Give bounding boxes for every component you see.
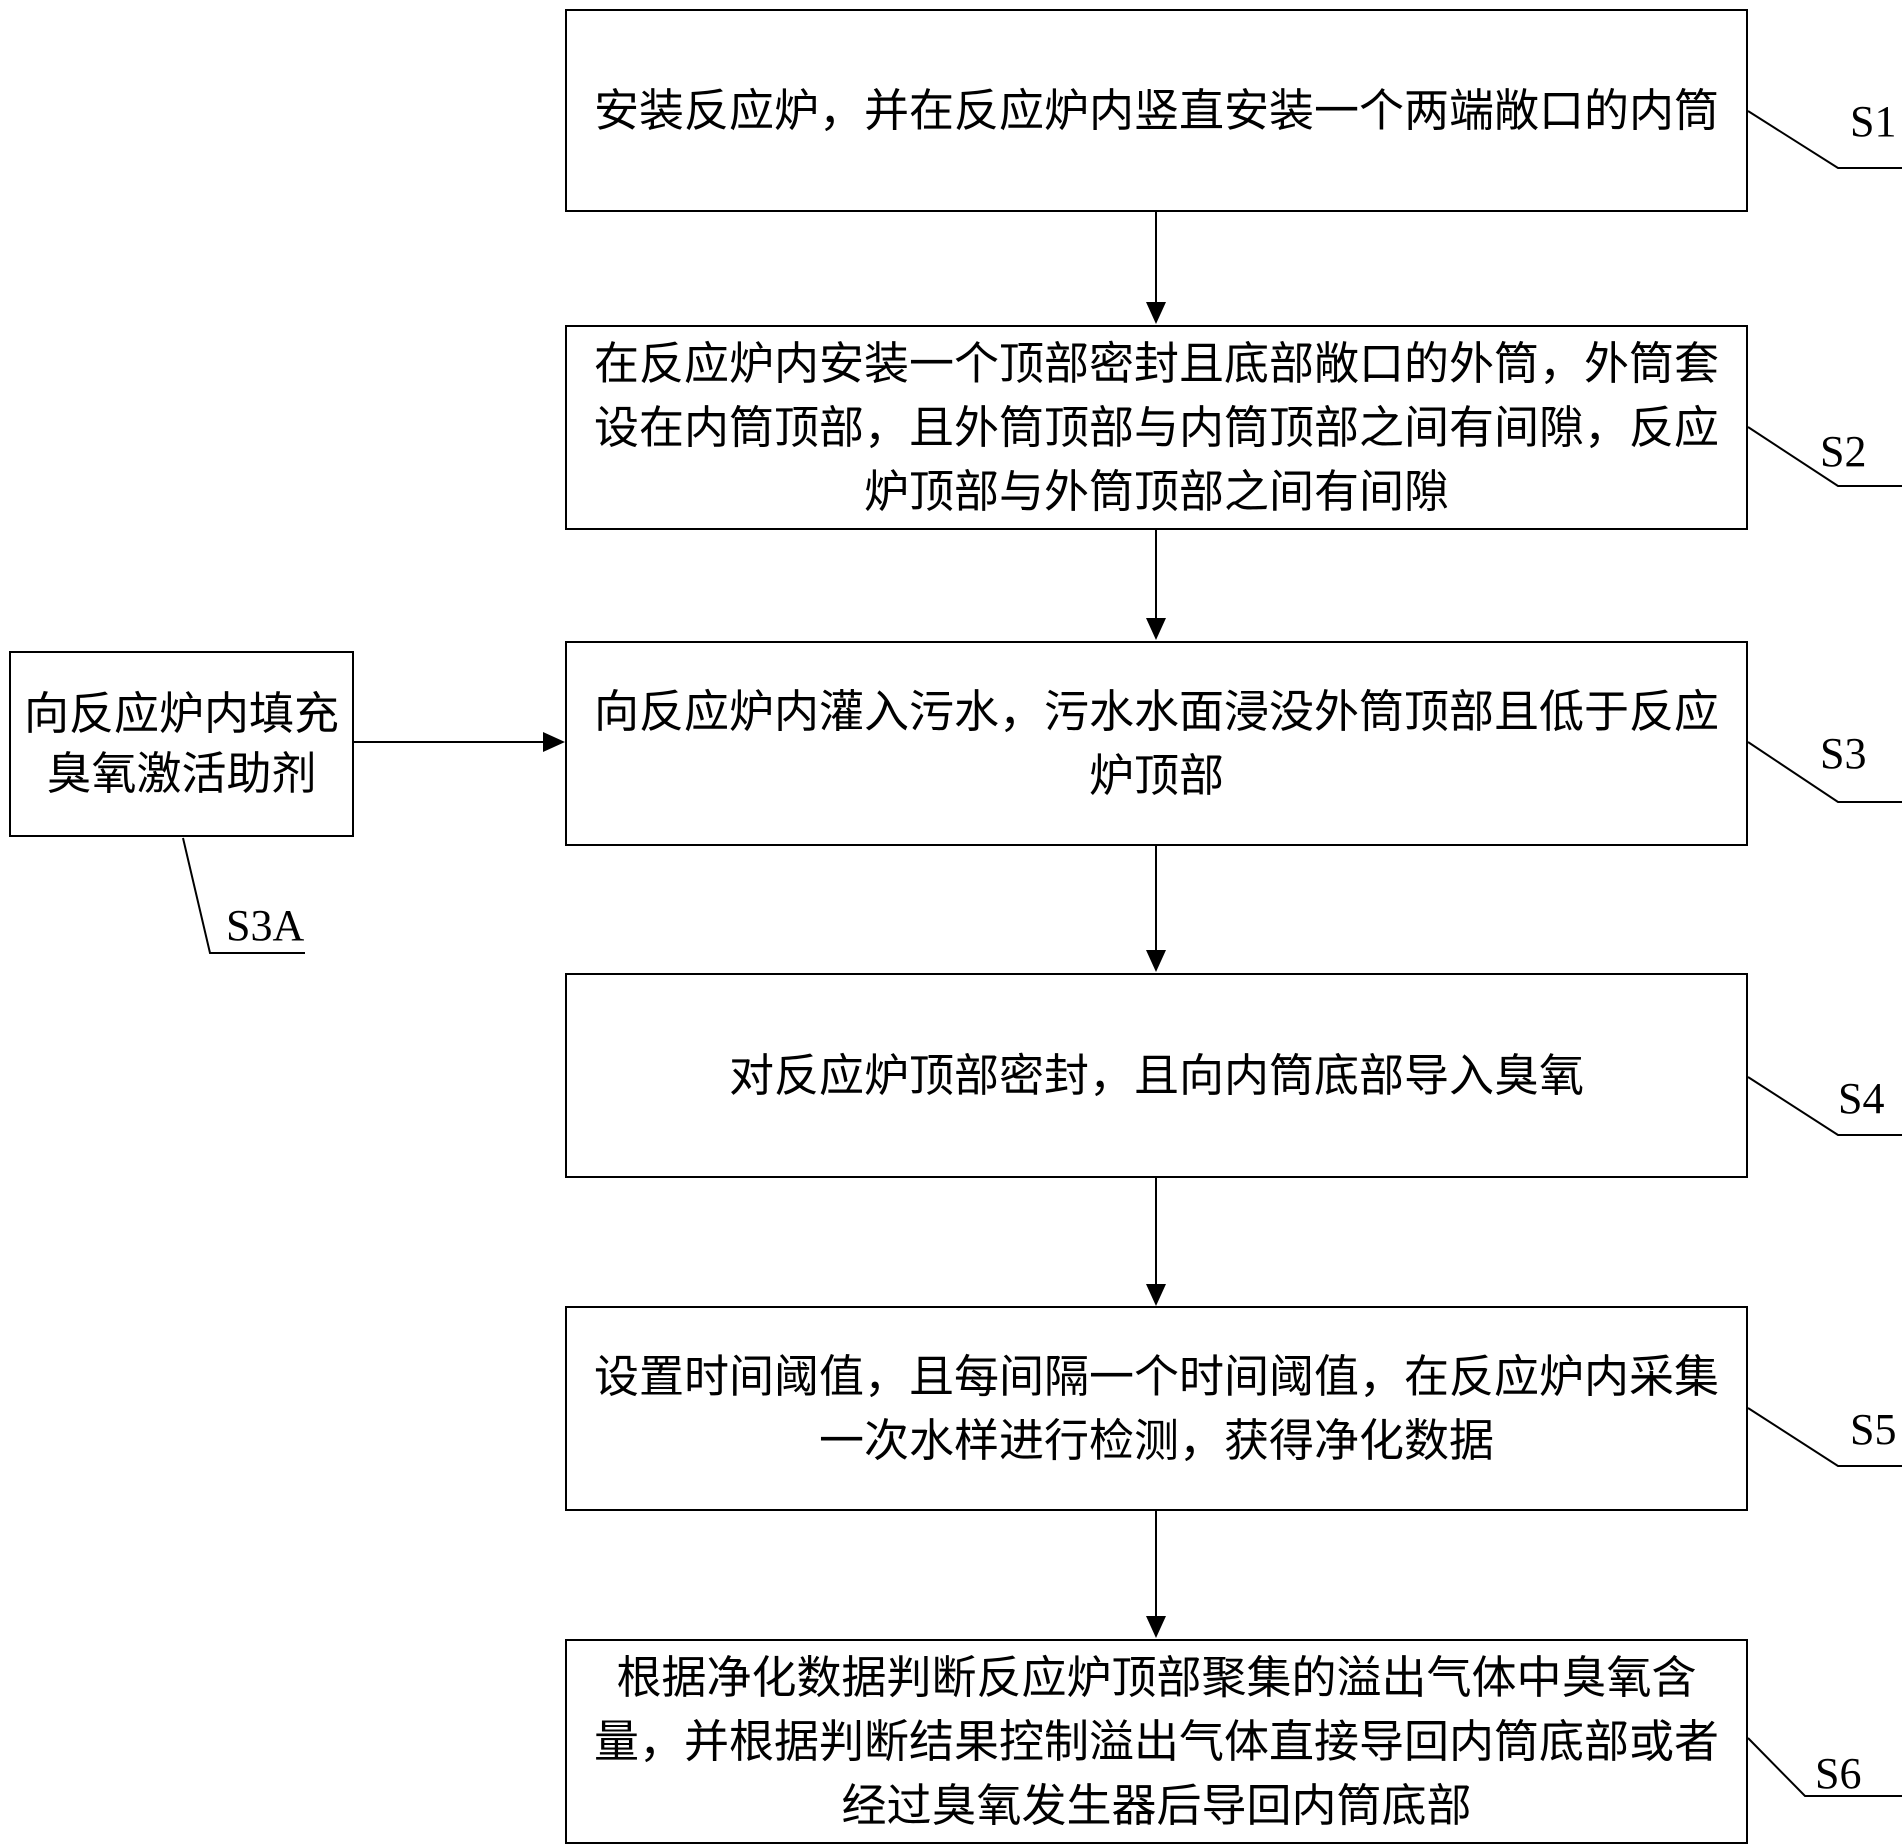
leader-s4 <box>1747 1076 1902 1136</box>
leader-s5 <box>1747 1407 1902 1467</box>
step-text-s6: 根据净化数据判断反应炉顶部聚集的溢出气体中臭氧含量，并根据判断结果控制溢出气体直… <box>593 1650 1719 1832</box>
arrowhead-s5-s6 <box>1146 1616 1166 1638</box>
step-box-s4: 对反应炉顶部密封，且向内筒底部导入臭氧 <box>565 973 1748 1178</box>
leader-s1 <box>1747 110 1902 169</box>
step-text-s4: 对反应炉顶部密封，且向内筒底部导入臭氧 <box>728 1048 1584 1102</box>
step-box-s1: 安装反应炉，并在反应炉内竖直安装一个两端敞口的内筒 <box>565 9 1748 212</box>
step-label-s2: S2 <box>1820 427 1867 476</box>
leader-s3a <box>182 837 305 954</box>
step-text-s3a: 向反应炉内填充臭氧激活助剂 <box>23 687 339 800</box>
step-label-s3: S3 <box>1820 729 1867 778</box>
step-box-s6: 根据净化数据判断反应炉顶部聚集的溢出气体中臭氧含量，并根据判断结果控制溢出气体直… <box>565 1639 1748 1844</box>
arrowhead-s4-s5 <box>1146 1284 1166 1306</box>
step-label-s3a: S3A <box>226 901 305 950</box>
arrowhead-s2-s3 <box>1146 618 1166 640</box>
step-label-s6: S6 <box>1815 1749 1862 1798</box>
step-text-s2: 在反应炉内安装一个顶部密封且底部敞口的外筒，外筒套设在内筒顶部，且外筒顶部与内筒… <box>593 336 1719 518</box>
step-text-s5: 设置时间阈值，且每间隔一个时间阈值，在反应炉内采集一次水样进行检测，获得净化数据 <box>593 1349 1719 1467</box>
step-label-s4: S4 <box>1838 1074 1885 1123</box>
leader-s3 <box>1747 741 1902 803</box>
step-box-s5: 设置时间阈值，且每间隔一个时间阈值，在反应炉内采集一次水样进行检测，获得净化数据 <box>565 1306 1748 1511</box>
step-box-s2: 在反应炉内安装一个顶部密封且底部敞口的外筒，外筒套设在内筒顶部，且外筒顶部与内筒… <box>565 325 1748 530</box>
step-text-s3: 向反应炉内灌入污水，污水水面浸没外筒顶部且低于反应炉顶部 <box>593 684 1719 802</box>
step-label-s1: S1 <box>1850 97 1897 146</box>
arrowhead-s3-s4 <box>1146 950 1166 972</box>
step-text-s1: 安装反应炉，并在反应炉内竖直安装一个两端敞口的内筒 <box>593 83 1719 137</box>
arrowhead-s1-s2 <box>1146 302 1166 324</box>
step-box-s3: 向反应炉内灌入污水，污水水面浸没外筒顶部且低于反应炉顶部 <box>565 641 1748 846</box>
arrowhead-s3a-s3 <box>543 732 565 752</box>
step-label-s5: S5 <box>1850 1405 1897 1454</box>
step-box-s3a: 向反应炉内填充臭氧激活助剂 <box>9 651 354 837</box>
leader-s2 <box>1747 426 1902 487</box>
leader-s6 <box>1747 1737 1902 1797</box>
